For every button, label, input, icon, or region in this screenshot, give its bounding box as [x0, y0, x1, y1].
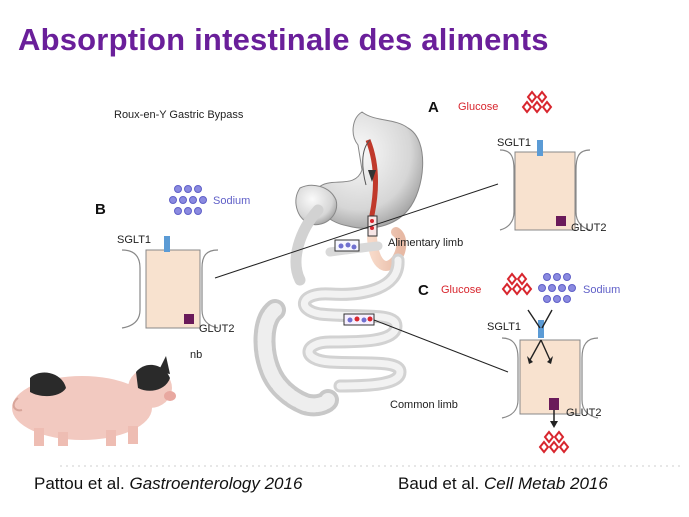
panel-c-sodium-label: Sodium [583, 284, 620, 296]
procedure-label: Roux-en-Y Gastric Bypass [114, 109, 244, 121]
panel-c-letter: C [418, 282, 429, 299]
panel-c-sglt1-transporter [538, 320, 544, 338]
panel-a-letter: A [428, 99, 439, 116]
sodium-cluster-icon [170, 186, 207, 215]
pig-photo [12, 356, 176, 446]
panel-c-glucose-cluster-icon [503, 274, 531, 294]
panel-c-glucose-output-icon [540, 432, 568, 452]
common-limb-label: Common limb [390, 399, 458, 411]
panel-b: B Sodium SGLT1 GLUT2 nb [95, 186, 250, 362]
panel-c-glut2-label: GLUT2 [566, 407, 601, 419]
panel-c-sodium-cluster-icon [539, 274, 576, 303]
panel-a-sglt1-label: SGLT1 [497, 137, 531, 149]
panel-a-sglt1-transporter [537, 140, 543, 156]
reference-right-authors: Baud et al. [398, 474, 479, 493]
panel-b-sglt1-transporter [164, 236, 170, 252]
panel-b-sodium-label: Sodium [213, 195, 250, 207]
panel-b-sglt1-label: SGLT1 [117, 234, 151, 246]
reference-left: Pattou et al. Gastroenterology 2016 [34, 474, 302, 494]
reference-left-journal: Gastroenterology 2016 [129, 474, 302, 493]
panel-b-letter: B [95, 201, 106, 218]
panel-c-glut2-transporter [549, 398, 559, 410]
reference-right: Baud et al. Cell Metab 2016 [398, 474, 608, 494]
panel-b-note: nb [190, 349, 202, 361]
panel-a-glut2-label: GLUT2 [571, 222, 606, 234]
panel-c-glucose-label: Glucose [441, 284, 481, 296]
panel-c: C Glucose Sodium SGLT1 GLUT2 [418, 274, 620, 453]
panel-a-glucose-label: Glucose [458, 101, 498, 113]
reference-left-authors: Pattou et al. [34, 474, 125, 493]
panel-a: A Glucose SGLT1 GLUT2 [428, 92, 606, 234]
panel-a-glut2-transporter [556, 216, 566, 226]
panel-c-sglt1-label: SGLT1 [487, 321, 521, 333]
glucose-cluster-icon [523, 92, 551, 112]
reference-right-journal: Cell Metab 2016 [484, 474, 608, 493]
alimentary-limb-label: Alimentary limb [388, 237, 463, 249]
panel-b-glut2-label: GLUT2 [199, 323, 234, 335]
panel-b-glut2-transporter [184, 314, 194, 324]
